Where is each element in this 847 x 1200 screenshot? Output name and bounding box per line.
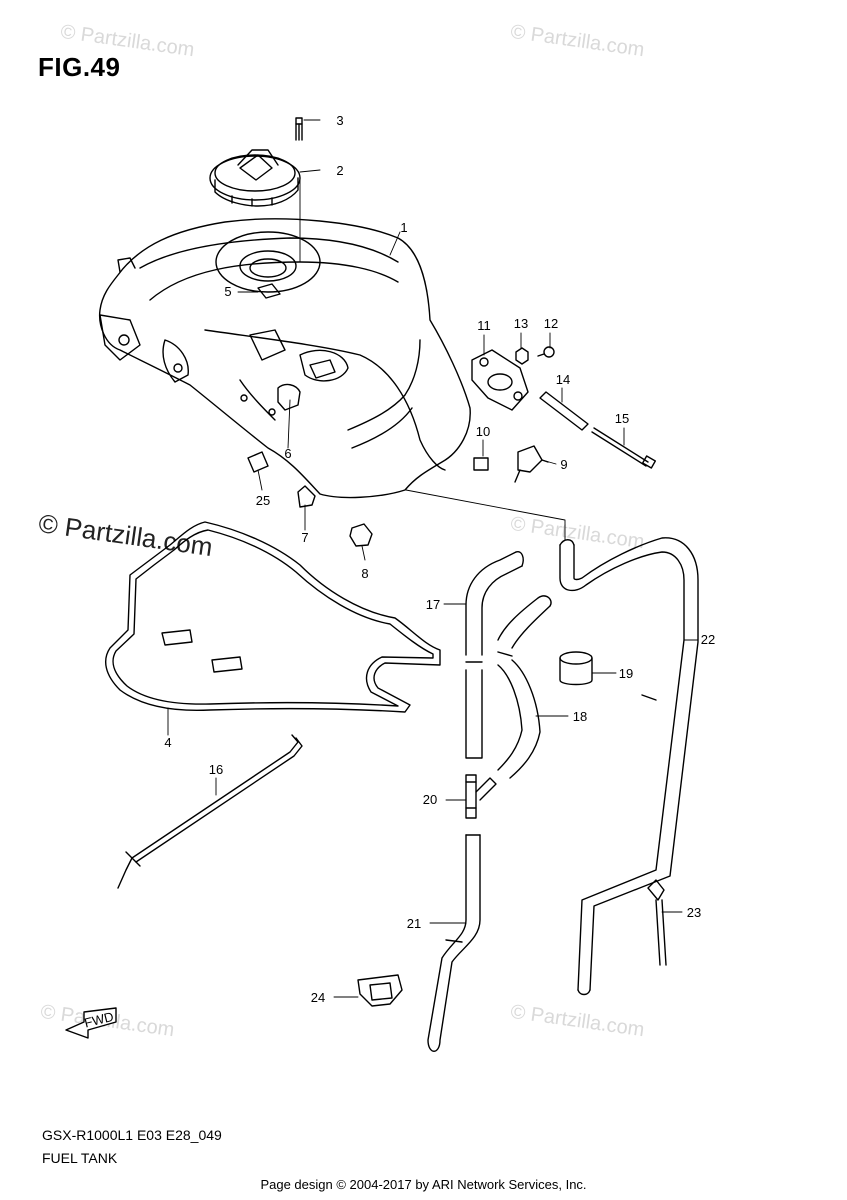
callout-17[interactable]: 17 — [426, 597, 440, 612]
callout-8[interactable]: 8 — [361, 566, 368, 581]
callout-10[interactable]: 10 — [476, 424, 490, 439]
callout-25[interactable]: 25 — [256, 493, 270, 508]
tank-cushion-part — [106, 522, 440, 712]
figure-title: FIG.49 — [38, 52, 121, 82]
figure-name: FUEL TANK — [42, 1150, 118, 1166]
callout-5[interactable]: 5 — [224, 284, 231, 299]
callout-11[interactable]: 11 — [477, 318, 491, 333]
callout-3[interactable]: 3 — [336, 113, 343, 128]
callout-16[interactable]: 16 — [209, 762, 223, 777]
fuel-pump-part — [515, 446, 548, 482]
model-code: GSX-R1000L1 E03 E28_049 — [42, 1127, 222, 1143]
fuel-cap-part — [210, 150, 300, 206]
callout-18[interactable]: 18 — [573, 709, 587, 724]
callout-20[interactable]: 20 — [423, 792, 437, 807]
clip-part — [358, 975, 402, 1006]
pad-part-25 — [248, 452, 268, 472]
callout-2[interactable]: 2 — [336, 163, 343, 178]
nut-part — [516, 348, 528, 364]
hose-part-22 — [560, 538, 698, 995]
callout-1[interactable]: 1 — [400, 220, 407, 235]
long-bolt-part — [592, 428, 655, 468]
callout-12[interactable]: 12 — [544, 316, 558, 331]
callout-22[interactable]: 22 — [701, 632, 715, 647]
rod-part — [118, 735, 302, 888]
callout-21[interactable]: 21 — [407, 916, 421, 931]
fuel-tank-part — [100, 219, 471, 498]
cushion-part-6 — [278, 385, 300, 410]
callout-14[interactable]: 14 — [556, 372, 570, 387]
callout-24[interactable]: 24 — [311, 990, 325, 1005]
callout-13[interactable]: 13 — [514, 316, 528, 331]
callout-23[interactable]: 23 — [687, 905, 701, 920]
bolt-part — [296, 118, 302, 140]
collar-part — [540, 392, 588, 430]
bracket-part — [472, 350, 528, 410]
clamp-part — [648, 880, 666, 965]
sleeve-part — [560, 652, 592, 685]
callout-19[interactable]: 19 — [619, 666, 633, 681]
joint-part — [466, 775, 496, 818]
cushion-part-7 — [298, 486, 315, 507]
fwd-label: FWD — [83, 1009, 115, 1031]
callout-9[interactable]: 9 — [560, 457, 567, 472]
callout-4[interactable]: 4 — [164, 735, 171, 750]
fwd-arrow-icon — [65, 1007, 117, 1039]
hose-part-21 — [428, 835, 480, 1051]
callout-6[interactable]: 6 — [284, 446, 291, 461]
page-footer: Page design © 2004-2017 by ARI Network S… — [260, 1177, 587, 1192]
hose-part-17 — [466, 552, 523, 758]
pad-part-5 — [258, 284, 280, 298]
pad-part-10 — [474, 458, 488, 470]
callout-15[interactable]: 15 — [615, 411, 629, 426]
grommet-part — [350, 524, 372, 546]
callout-labels: 1 2 3 4 5 6 7 8 9 10 11 12 13 14 15 16 1… — [83, 113, 716, 1030]
callout-7[interactable]: 7 — [301, 530, 308, 545]
bolt-part-12 — [538, 347, 554, 357]
hose-part-18 — [498, 596, 551, 778]
